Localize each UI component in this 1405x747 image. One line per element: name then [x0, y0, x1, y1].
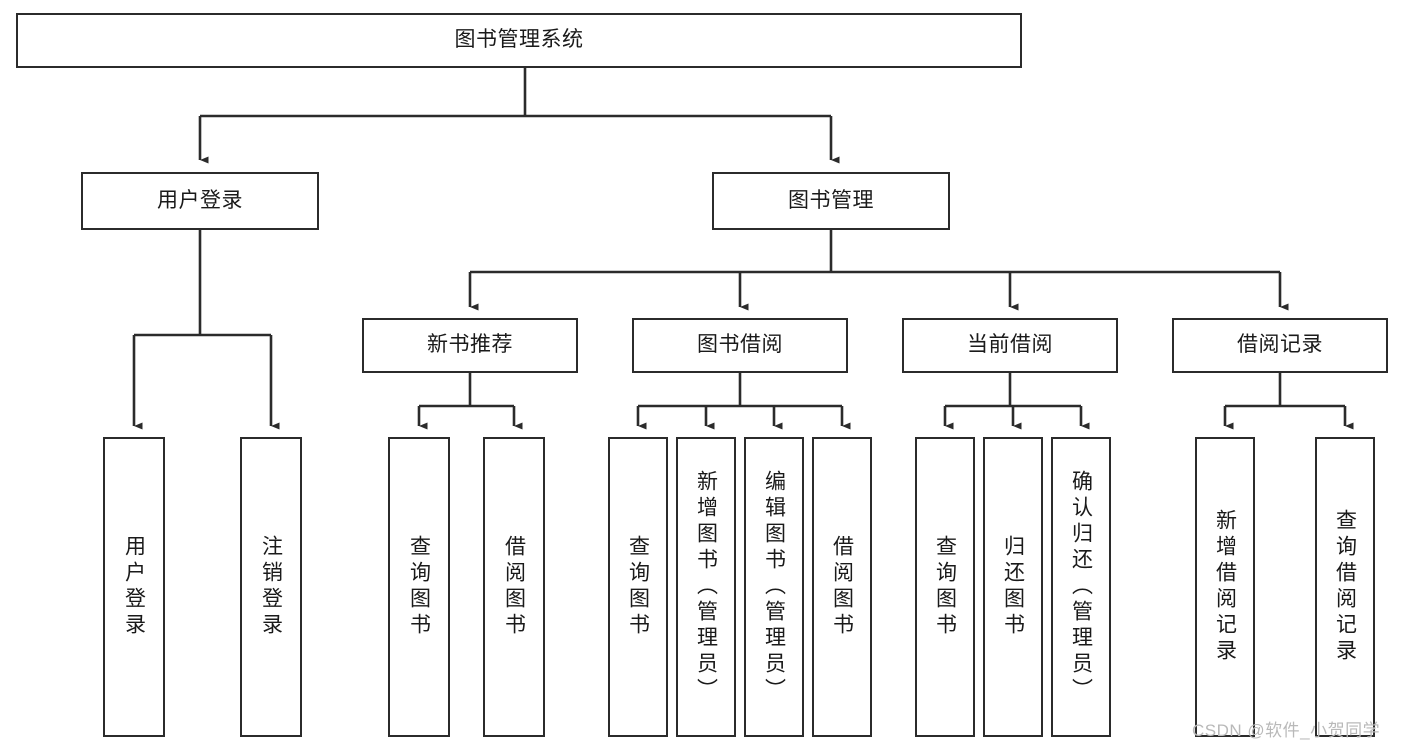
node-current-borrowing[interactable]: 当前借阅 [902, 318, 1118, 373]
node-leaf-newbook-borrow-book-label: 借阅图书 [502, 535, 526, 639]
node-leaf-record-add[interactable]: 新增借阅记录 [1195, 437, 1255, 737]
node-new-book-recommendation-label: 新书推荐 [427, 333, 513, 357]
node-leaf-current-confirm-return-label: 确认归还（管理员） [1069, 470, 1093, 704]
node-leaf-current-confirm-return[interactable]: 确认归还（管理员） [1051, 437, 1111, 737]
node-leaf-current-query-book[interactable]: 查询图书 [915, 437, 975, 737]
node-leaf-record-add-label: 新增借阅记录 [1213, 509, 1237, 665]
node-leaf-newbook-query-book[interactable]: 查询图书 [388, 437, 450, 737]
node-leaf-borrow-borrow-book-label: 借阅图书 [830, 535, 854, 639]
node-root[interactable]: 图书管理系统 [16, 13, 1022, 68]
node-book-management-label: 图书管理 [788, 188, 874, 212]
node-book-borrowing[interactable]: 图书借阅 [632, 318, 848, 373]
node-leaf-current-query-book-label: 查询图书 [933, 535, 957, 639]
node-leaf-current-return-book-label: 归还图书 [1001, 535, 1025, 639]
node-leaf-borrow-borrow-book[interactable]: 借阅图书 [812, 437, 872, 737]
node-user-login-label: 用户登录 [157, 188, 243, 212]
node-leaf-newbook-query-book-label: 查询图书 [407, 535, 431, 639]
node-leaf-borrow-query-book[interactable]: 查询图书 [608, 437, 668, 737]
node-borrowing-records[interactable]: 借阅记录 [1172, 318, 1388, 373]
node-leaf-record-query-label: 查询借阅记录 [1333, 509, 1357, 665]
node-leaf-borrow-edit-book[interactable]: 编辑图书（管理员） [744, 437, 804, 737]
node-leaf-newbook-borrow-book[interactable]: 借阅图书 [483, 437, 545, 737]
node-leaf-current-return-book[interactable]: 归还图书 [983, 437, 1043, 737]
csdn-watermark: CSDN @软件_小贺同学 [1192, 721, 1381, 740]
node-root-label: 图书管理系统 [454, 28, 584, 52]
node-book-borrowing-label: 图书借阅 [697, 333, 783, 357]
node-leaf-borrow-add-book-label: 新增图书（管理员） [694, 470, 718, 704]
node-leaf-record-query[interactable]: 查询借阅记录 [1315, 437, 1375, 737]
node-new-book-recommendation[interactable]: 新书推荐 [362, 318, 578, 373]
node-leaf-borrow-edit-book-label: 编辑图书（管理员） [762, 470, 786, 704]
node-user-login[interactable]: 用户登录 [81, 172, 319, 230]
node-leaf-borrow-query-book-label: 查询图书 [626, 535, 650, 639]
node-leaf-user-login[interactable]: 用户登录 [103, 437, 165, 737]
node-current-borrowing-label: 当前借阅 [967, 333, 1053, 357]
node-leaf-borrow-add-book[interactable]: 新增图书（管理员） [676, 437, 736, 737]
node-borrowing-records-label: 借阅记录 [1237, 333, 1323, 357]
node-leaf-user-login-label: 用户登录 [122, 535, 146, 639]
node-leaf-logout-label: 注销登录 [259, 535, 283, 639]
node-leaf-logout[interactable]: 注销登录 [240, 437, 302, 737]
node-book-management[interactable]: 图书管理 [712, 172, 950, 230]
